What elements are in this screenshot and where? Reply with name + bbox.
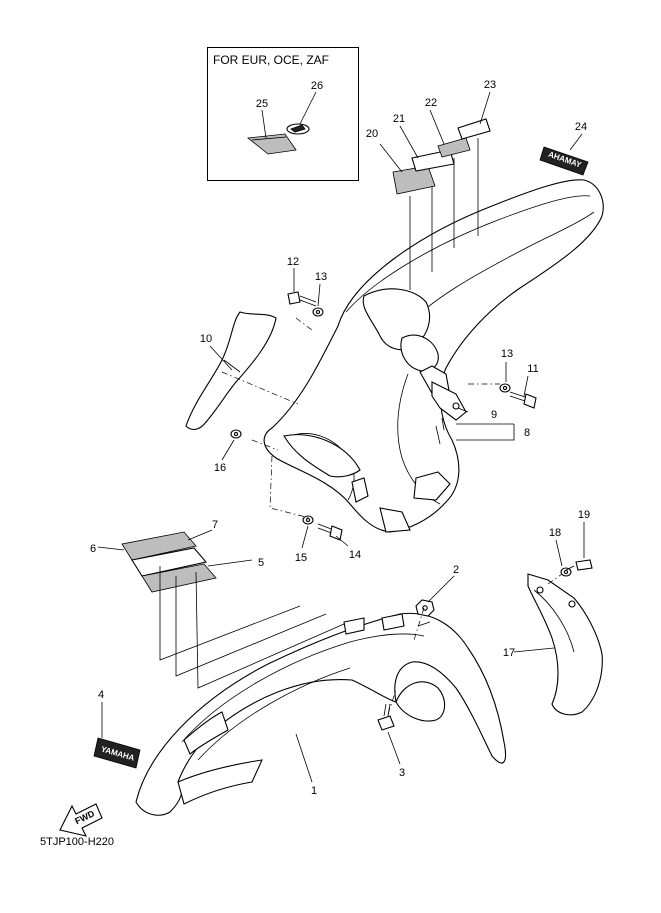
callout-6: 6 [90,543,96,555]
part-19-screw[interactable] [565,559,593,571]
part-1-front-fender[interactable] [135,612,507,816]
part-18-washer[interactable] [560,567,572,577]
callout-21: 21 [393,113,405,125]
callout-17: 17 [503,647,515,659]
callout-3: 3 [399,767,405,779]
callout-16: 16 [214,462,226,474]
callout-26: 26 [311,80,323,92]
inset-title: FOR EUR, OCE, ZAF [213,53,330,67]
callout-labels: 1 2 3 4 5 6 7 8 9 10 11 12 13 13 14 15 1… [90,79,590,797]
callout-11: 11 [527,363,538,375]
part-3-bolt[interactable] [377,703,395,731]
part-16-washer[interactable] [230,429,242,439]
part-10-side-cover[interactable] [185,311,277,431]
part-26-emblem[interactable] [286,123,310,135]
callout-25: 25 [256,98,268,110]
fwd-arrow-icon: FWD [59,803,103,837]
part-12-bolt[interactable] [287,291,317,307]
callout-4: 4 [98,689,104,701]
callout-9: 9 [491,409,497,421]
part-13-washer-right[interactable] [499,383,511,393]
part-8-rear-fender-assembly[interactable] [263,179,604,533]
regional-inset-box [207,47,359,181]
part-6-decal[interactable] [121,531,197,561]
part-5-decal[interactable] [141,563,217,593]
part-13-washer-upper[interactable] [312,307,324,317]
part-23-decal[interactable] [457,118,491,140]
part-14-bolt[interactable] [317,523,343,541]
alignment-lines [159,138,563,715]
callout-12: 12 [287,256,299,268]
part-25-decal[interactable] [246,133,297,155]
callout-20: 20 [366,128,378,140]
callout-19: 19 [578,509,590,521]
callout-14: 14 [349,549,361,561]
callout-5: 5 [258,557,264,569]
callout-2: 2 [453,564,459,576]
callout-13-right: 13 [501,348,513,360]
part-22-decal[interactable] [437,137,471,158]
part-7-decal[interactable] [131,547,208,577]
part-4-yamaha-decal[interactable]: YAMAHA [93,737,141,769]
callout-13-upper: 13 [315,271,327,283]
callout-8: 8 [524,427,530,439]
part-17-side-cover[interactable] [527,573,603,716]
callout-22: 22 [425,97,437,109]
callout-18: 18 [549,527,561,539]
part-2-nut[interactable] [415,599,435,617]
part-9-bracket[interactable] [431,381,467,421]
callout-23: 23 [484,79,496,91]
callout-1: 1 [311,785,317,797]
callout-15: 15 [295,552,307,564]
diagram-code: 5TJP100-H220 [40,836,114,848]
callout-24: 24 [575,121,587,133]
callout-10: 10 [200,333,212,345]
part-20-decal[interactable] [392,165,436,195]
callout-7: 7 [212,519,218,531]
part-15-washer[interactable] [302,515,314,525]
part-11-bolt[interactable] [509,391,537,409]
leader-lines [97,91,585,783]
part-24-yamaha-decal[interactable]: YAMAHA [539,146,589,176]
